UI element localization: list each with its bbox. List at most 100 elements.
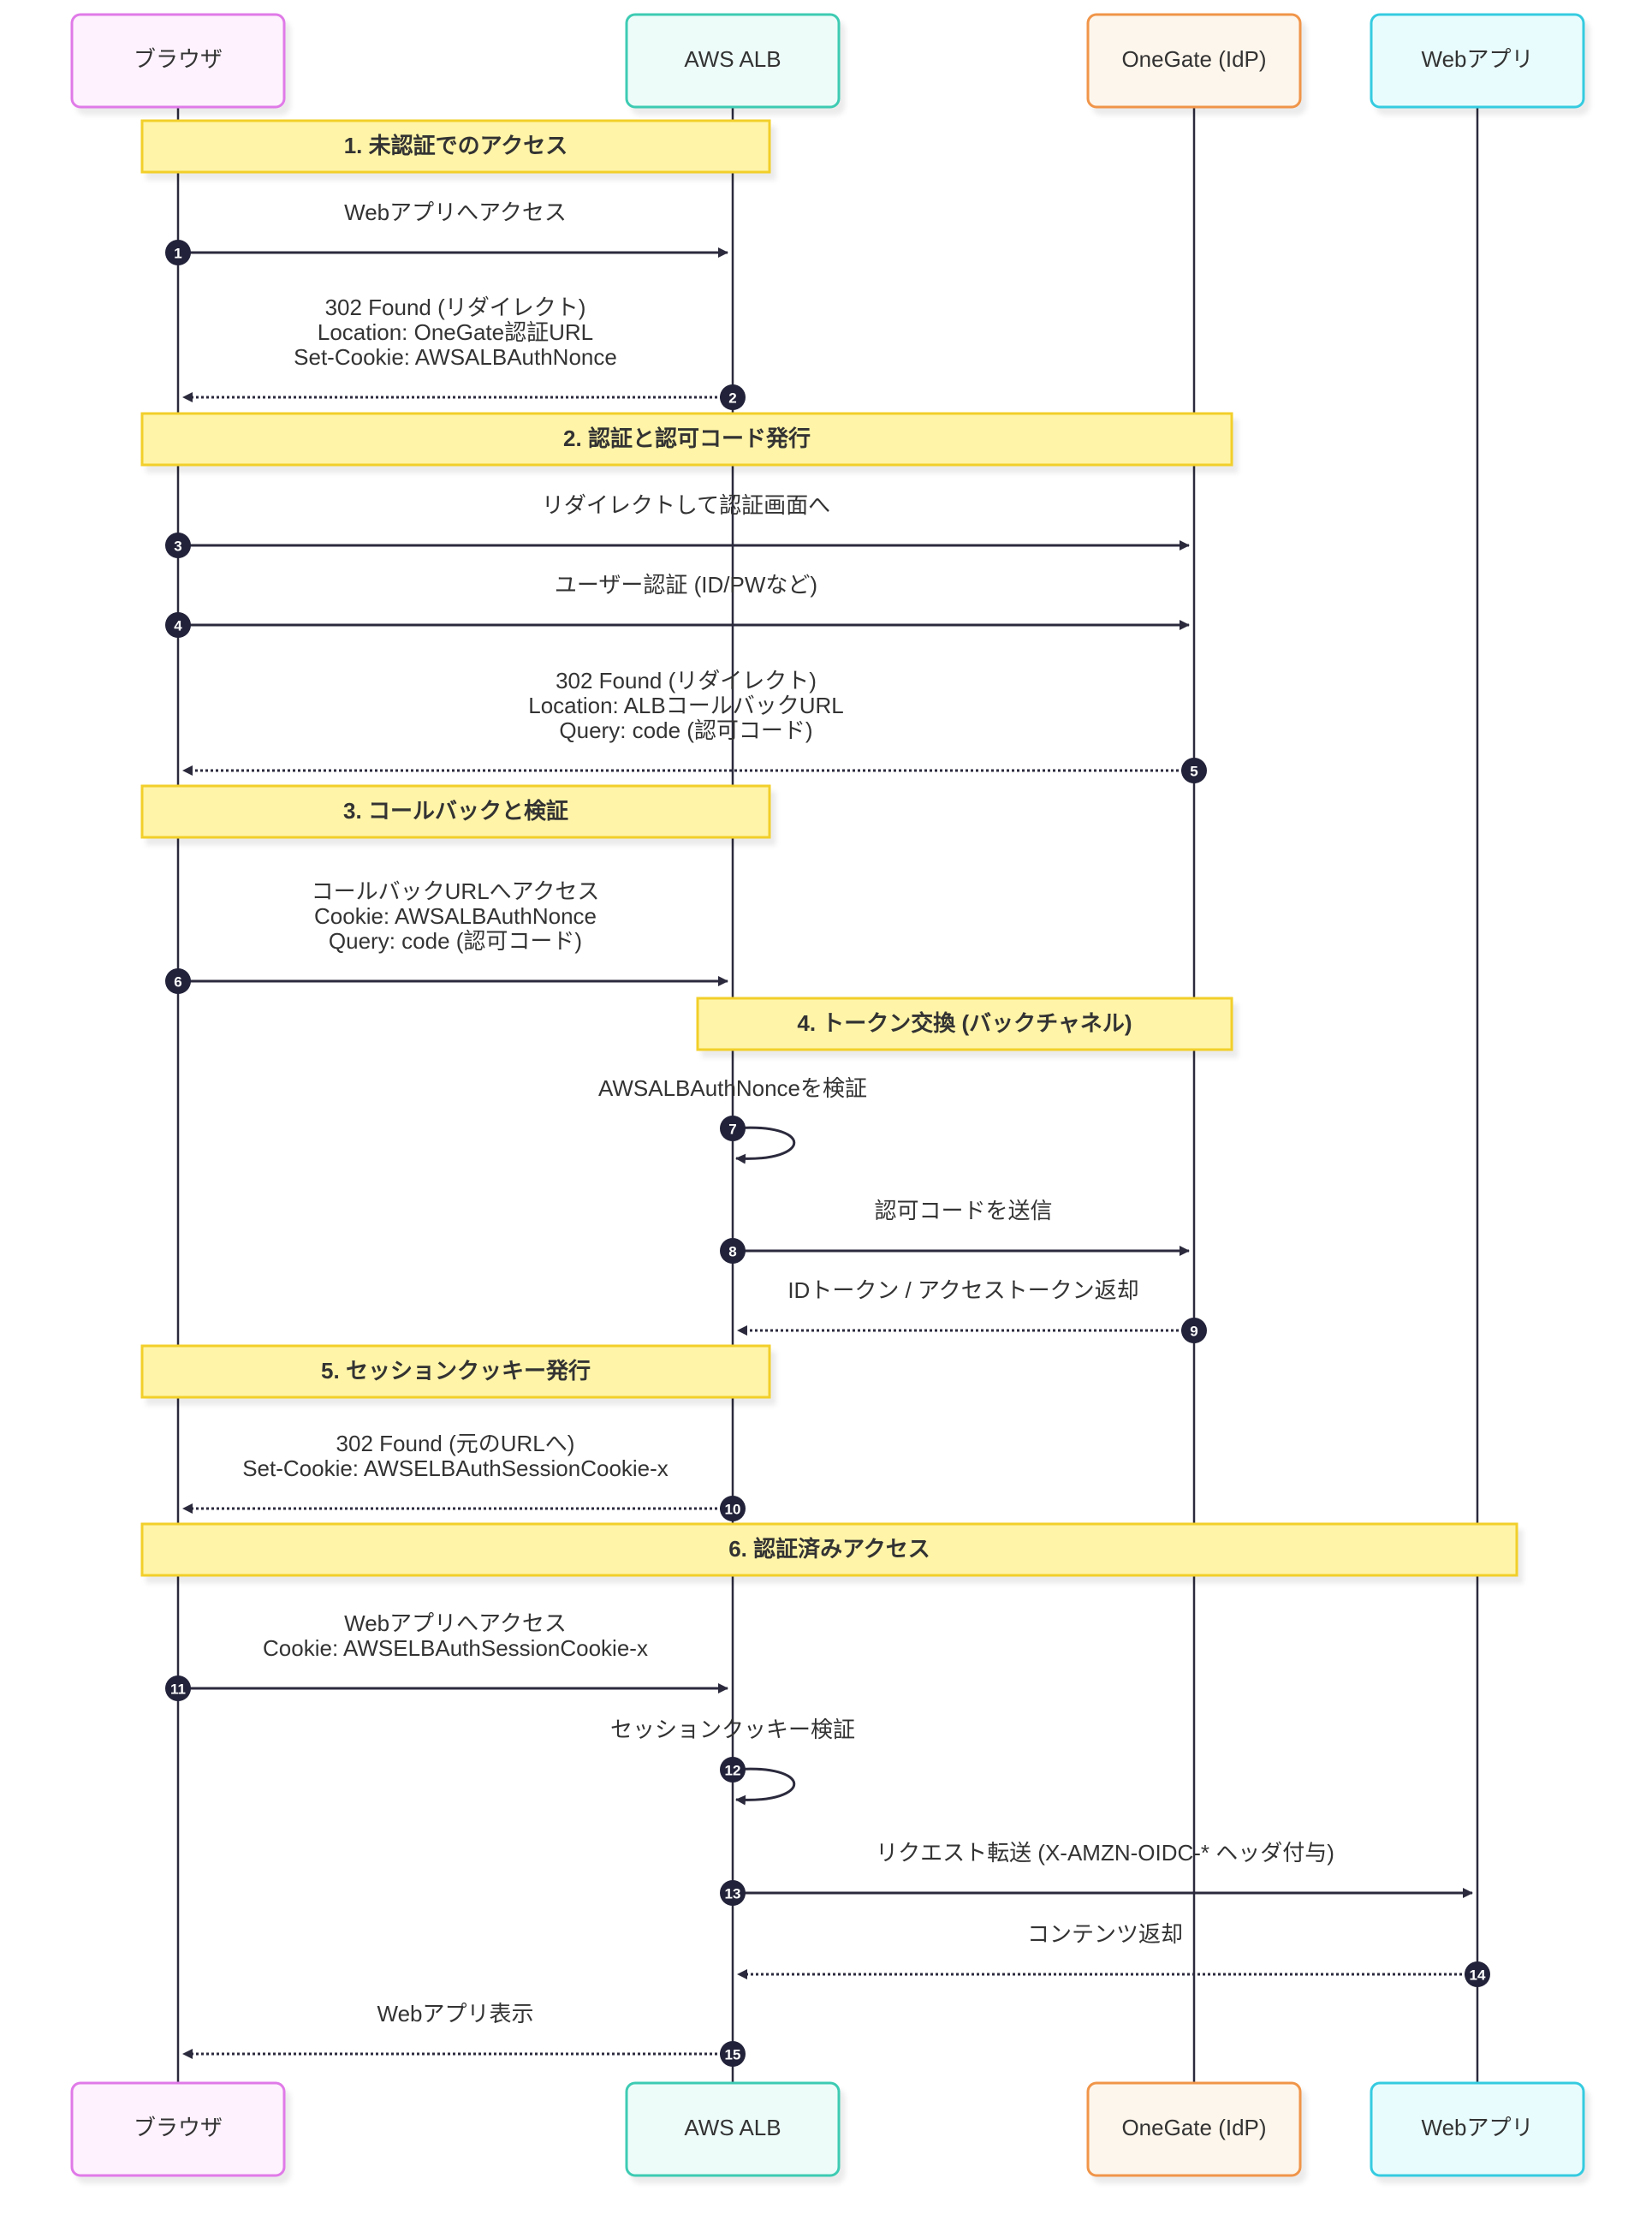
message-label: Location: OneGate認証URL xyxy=(318,319,593,345)
section-label: 5. セッションクッキー発行 xyxy=(321,1358,591,1384)
actor-idp-top: OneGate (IdP) xyxy=(1086,13,1302,109)
sequence-number-badge: 9 xyxy=(1181,1318,1207,1343)
message-4: ユーザー認証 (ID/PWなど) 4 xyxy=(165,572,1190,638)
actor-alb-bottom: AWS ALB xyxy=(625,2081,841,2177)
message-label: コンテンツ返却 xyxy=(1027,1921,1183,1947)
section-6: 6. 認証済みアクセス xyxy=(140,1522,1518,1577)
message-label: ユーザー認証 (ID/PWなど) xyxy=(555,572,817,598)
sequence-number: 6 xyxy=(174,974,181,991)
sequence-number-badge: 3 xyxy=(165,533,191,558)
actor-webapp-bottom: Webアプリ xyxy=(1370,2081,1585,2177)
sequence-number: 1 xyxy=(174,246,181,262)
message-label: AWSALBAuthNonceを検証 xyxy=(598,1075,867,1101)
message-10: 302 Found (元のURLへ)Set-Cookie: AWSELBAuth… xyxy=(182,1431,746,1521)
section-box xyxy=(140,1522,1518,1577)
actor-browser-top: ブラウザ xyxy=(70,13,286,109)
message-label: 302 Found (リダイレクト) xyxy=(556,668,817,693)
actor-browser-bottom: ブラウザ xyxy=(70,2081,286,2177)
message-label: 302 Found (元のURLへ) xyxy=(336,1431,575,1456)
message-15: Webアプリ表示 15 xyxy=(182,2001,746,2067)
sequence-number: 15 xyxy=(725,2047,741,2063)
section-box xyxy=(140,784,771,839)
section-box xyxy=(140,119,771,174)
sequence-number-badge: 1 xyxy=(165,240,191,265)
sequence-number-badge: 10 xyxy=(720,1496,746,1521)
sequence-number: 5 xyxy=(1190,764,1197,780)
sequence-number-badge: 2 xyxy=(720,384,746,410)
actor-box xyxy=(1086,2081,1302,2177)
sequence-number: 7 xyxy=(728,1122,736,1138)
message-label: Set-Cookie: AWSALBAuthNonce xyxy=(294,344,617,370)
sequence-number-badge: 5 xyxy=(1181,758,1207,783)
sequence-number-badge: 15 xyxy=(720,2041,746,2067)
sequence-number: 13 xyxy=(725,1886,741,1902)
section-label: 2. 認証と認可コード発行 xyxy=(563,426,811,451)
message-2: 302 Found (リダイレクト)Location: OneGate認証URL… xyxy=(182,295,746,410)
sequence-number: 11 xyxy=(170,1681,186,1698)
message-label: Webアプリ表示 xyxy=(377,2001,534,2027)
section-3: 3. コールバックと検証 xyxy=(140,784,771,839)
sequence-number-badge: 6 xyxy=(165,968,191,994)
actor-label: ブラウザ xyxy=(134,46,223,72)
self-arrow xyxy=(732,1767,796,1806)
actor-label: AWS ALB xyxy=(684,2115,781,2140)
sequence-number-badge: 12 xyxy=(720,1757,746,1783)
sequence-number: 8 xyxy=(728,1244,736,1260)
actor-label: AWS ALB xyxy=(684,46,781,72)
message-14: コンテンツ返却 14 xyxy=(737,1921,1490,1987)
actor-label: OneGate (IdP) xyxy=(1121,46,1266,72)
actor-box xyxy=(625,2081,841,2177)
message-label: 302 Found (リダイレクト) xyxy=(325,295,586,320)
actor-idp-bottom: OneGate (IdP) xyxy=(1086,2081,1302,2177)
sequence-number-badge: 11 xyxy=(165,1675,191,1701)
section-1: 1. 未認証でのアクセス xyxy=(140,119,771,174)
message-label: Set-Cookie: AWSELBAuthSessionCookie-x xyxy=(242,1455,669,1481)
message-label: Query: code (認可コード) xyxy=(559,717,812,743)
sequence-number: 9 xyxy=(1190,1324,1197,1340)
actor-box xyxy=(70,2081,286,2177)
message-13: リクエスト転送 (X-AMZN-OIDC-* ヘッダ付与) 13 xyxy=(720,1840,1473,1906)
actor-webapp-top: Webアプリ xyxy=(1370,13,1585,109)
actor-box xyxy=(1370,2081,1585,2177)
message-label: Query: code (認可コード) xyxy=(329,928,582,954)
sequence-number: 14 xyxy=(1470,1967,1486,1984)
section-box xyxy=(140,1344,771,1399)
message-label: リクエスト転送 (X-AMZN-OIDC-* ヘッダ付与) xyxy=(876,1840,1334,1866)
actor-box xyxy=(1370,13,1585,109)
message-label: リダイレクトして認証画面へ xyxy=(542,492,830,518)
section-4: 4. トークン交換 (バックチャネル) xyxy=(696,997,1233,1051)
section-label: 1. 未認証でのアクセス xyxy=(344,133,568,158)
sequence-number: 3 xyxy=(174,539,181,555)
message-9: IDトークン / アクセストークン返却 9 xyxy=(737,1277,1207,1343)
actor-box xyxy=(625,13,841,109)
section-box xyxy=(140,412,1233,467)
sequence-number-badge: 14 xyxy=(1465,1961,1490,1987)
sequence-number-badge: 8 xyxy=(720,1238,746,1264)
section-box xyxy=(696,997,1233,1051)
message-label: Cookie: AWSALBAuthNonce xyxy=(314,903,597,929)
self-arrow xyxy=(732,1126,796,1164)
sequence-number: 10 xyxy=(725,1502,741,1518)
actor-box xyxy=(1086,13,1302,109)
actor-label: Webアプリ xyxy=(1422,2115,1534,2140)
message-label: IDトークン / アクセストークン返却 xyxy=(787,1277,1138,1303)
sequence-number-badge: 7 xyxy=(720,1116,746,1141)
section-label: 3. コールバックと検証 xyxy=(343,798,568,824)
actor-alb-top: AWS ALB xyxy=(625,13,841,109)
actor-label: ブラウザ xyxy=(134,2115,223,2140)
section-2: 2. 認証と認可コード発行 xyxy=(140,412,1233,467)
section-5: 5. セッションクッキー発行 xyxy=(140,1344,771,1399)
message-7: AWSALBAuthNonceを検証 7 xyxy=(598,1075,867,1164)
message-label: Webアプリへアクセス xyxy=(344,1610,567,1636)
sequence-number-badge: 13 xyxy=(720,1880,746,1906)
message-label: セッションクッキー検証 xyxy=(610,1717,855,1742)
actor-label: Webアプリ xyxy=(1422,46,1534,72)
message-label: Location: ALBコールバックURL xyxy=(528,693,843,718)
section-label: 6. 認証済みアクセス xyxy=(728,1536,930,1562)
sequence-number: 4 xyxy=(174,618,182,634)
